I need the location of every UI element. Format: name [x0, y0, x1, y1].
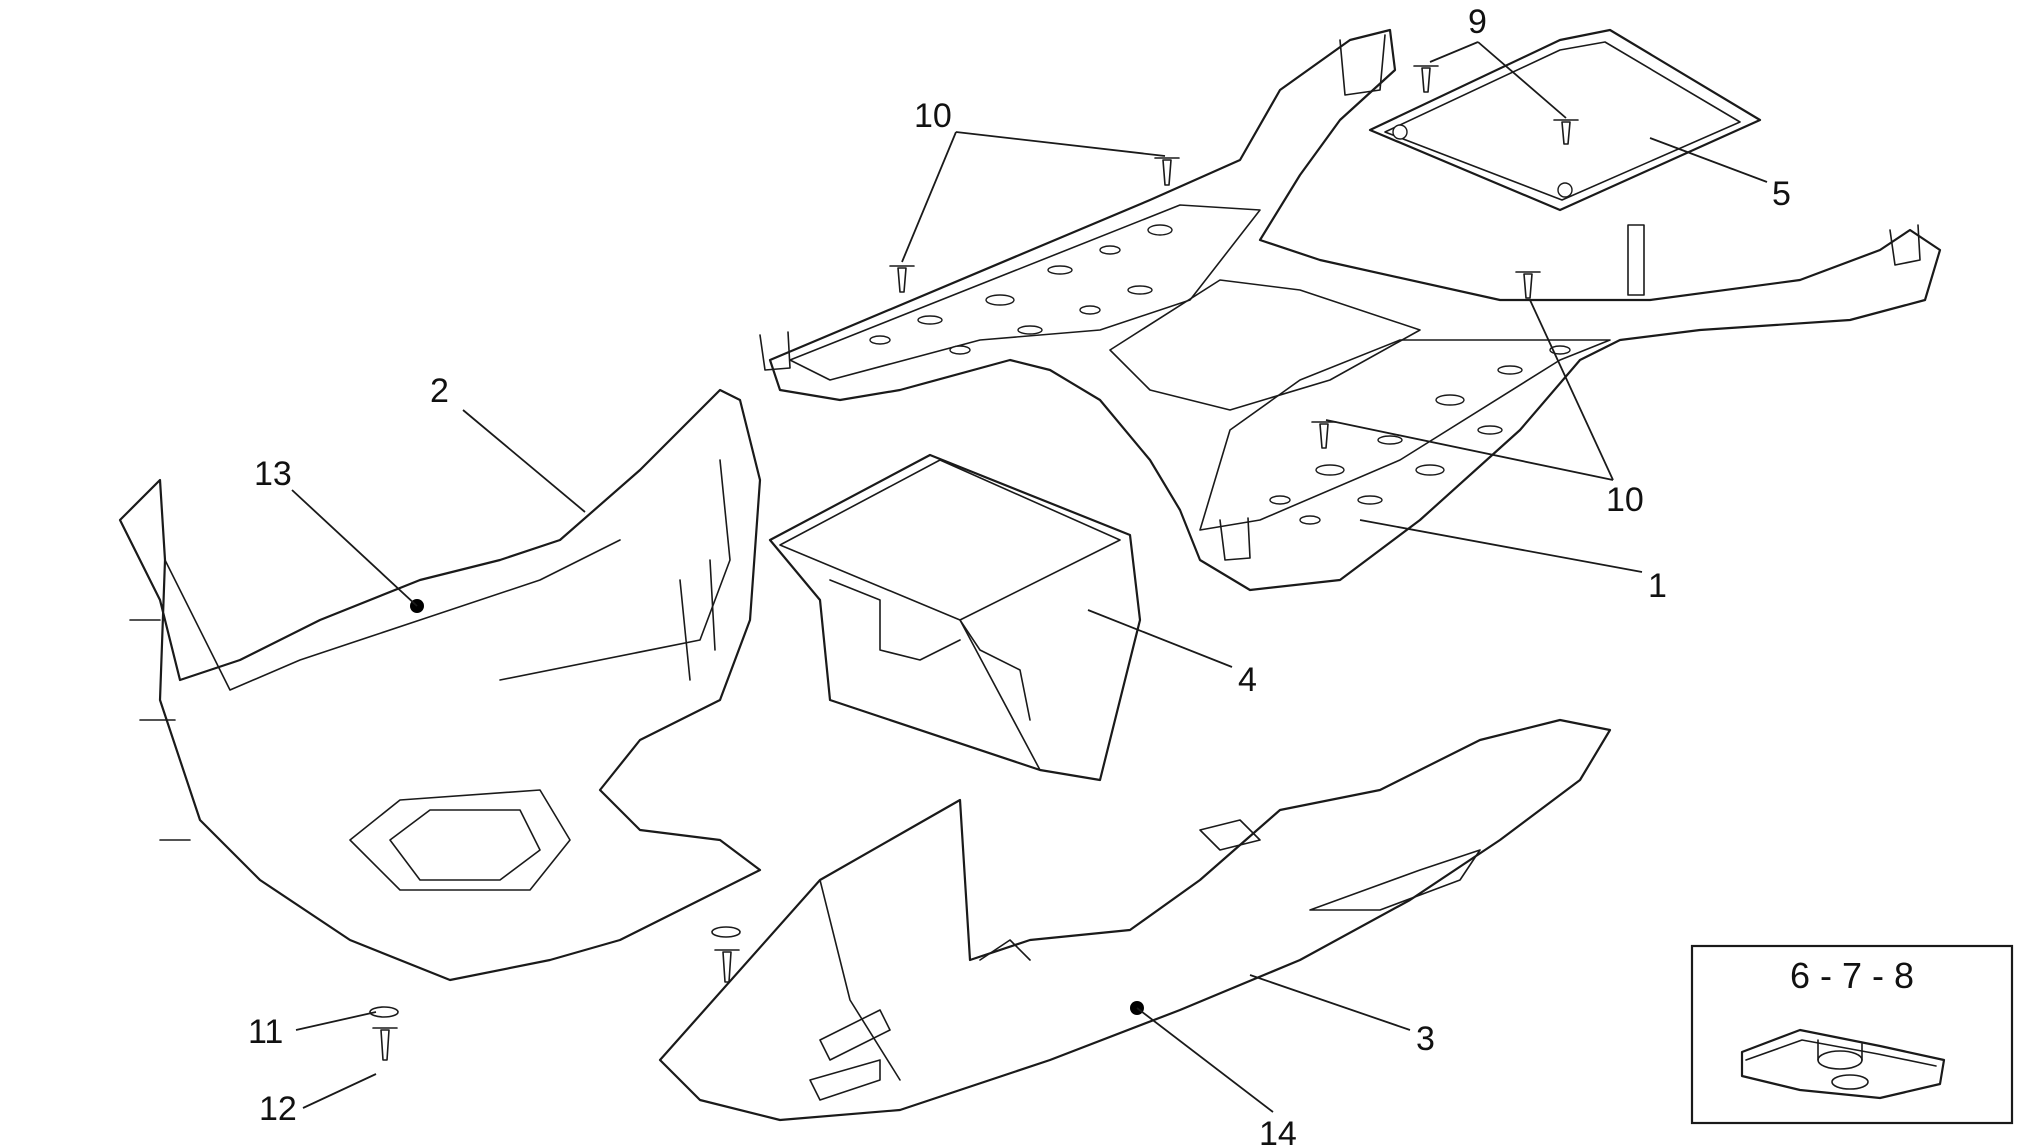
callout-14: 14	[1259, 1115, 1297, 1148]
leader-lines	[291, 41, 1768, 1113]
callout-13: 13	[254, 455, 292, 493]
washer-11a-icon	[711, 926, 741, 938]
callout-5: 5	[1772, 175, 1791, 213]
callout-10b: 10	[1606, 481, 1644, 519]
screw-9a-icon	[1413, 65, 1439, 93]
screw-12a-icon	[714, 949, 740, 983]
callout-2: 2	[430, 372, 449, 410]
washer-11b-icon	[369, 1006, 399, 1018]
callout-4: 4	[1238, 661, 1257, 699]
screws	[369, 65, 1579, 1061]
screw-10c-icon	[1515, 271, 1541, 299]
screw-12b-icon	[372, 1027, 398, 1061]
screw-9b-icon	[1553, 119, 1579, 145]
screw-10a-icon	[1154, 157, 1180, 186]
callout-3: 3	[1416, 1020, 1435, 1058]
callout-9: 9	[1468, 3, 1487, 41]
callout-12: 12	[259, 1090, 297, 1128]
callout-11: 11	[248, 1013, 283, 1051]
lower-side-panel-part	[658, 718, 1612, 1122]
callout-1: 1	[1648, 567, 1667, 605]
inset-6-7-8: 6 - 7 - 8	[1690, 944, 2014, 1125]
inset-label: 6 - 7 - 8	[1790, 955, 1914, 996]
screw-10b-icon	[889, 265, 915, 293]
front-floor-panel-part	[118, 388, 762, 982]
storage-box-part	[768, 453, 1142, 782]
callout-10a: 10	[914, 97, 952, 135]
clip-nut-icon	[1740, 1028, 1946, 1100]
footboard-frame-part	[759, 28, 1942, 592]
